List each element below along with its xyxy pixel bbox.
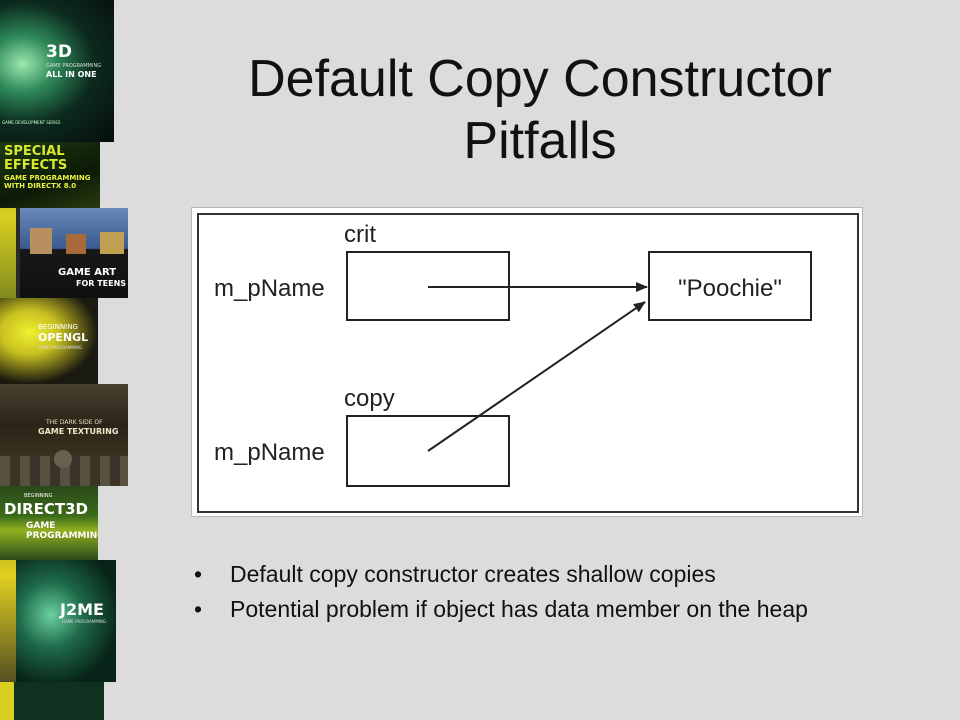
bullet-marker: • xyxy=(194,561,203,587)
cover-title: OPENGL xyxy=(38,331,89,344)
diagram-frame xyxy=(197,213,859,513)
cover-subtitle: THE DARK SIDE OF xyxy=(46,419,103,426)
book-cover-beginning-opengl: BEGINNING OPENGL GAME PROGRAMMING xyxy=(0,298,98,384)
book-cover-dark-side-game-texturing: THE DARK SIDE OF GAME TEXTURING xyxy=(0,384,128,486)
book-cover-beginning-direct3d: BEGINNING DIRECT3D GAME PROGRAMMING xyxy=(0,486,98,560)
cover-subtitle: GAME PROGRAMMING xyxy=(26,521,98,541)
bullet-text: Potential problem if object has data mem… xyxy=(230,596,808,622)
pointer-arrow-copy xyxy=(427,301,646,452)
cover-title: DIRECT3D xyxy=(4,500,88,518)
book-cover-game-art-for-teens: GAME ART FOR TEENS xyxy=(16,208,128,298)
member-label-crit: m_pName xyxy=(214,275,325,302)
cover-underlay xyxy=(0,682,104,720)
cover-title: FOR TEENS xyxy=(76,279,127,288)
cover-subtitle: GAME PROGRAMMING WITH DIRECTX 8.0 xyxy=(4,174,91,190)
object-label-crit: crit xyxy=(344,221,376,248)
pointer-box-copy xyxy=(346,415,510,487)
slide-title-line: Pitfalls xyxy=(463,112,617,170)
cover-title: EFFECTS xyxy=(4,158,68,173)
shallow-copy-diagram: crit m_pName copy m_pName "Poochie" xyxy=(191,207,863,517)
cover-series: GAME DEVELOPMENT SERIES xyxy=(2,120,61,125)
cover-title: J2ME xyxy=(60,600,104,619)
cover-title: 3D xyxy=(46,42,72,62)
bullet-text: Default copy constructor creates shallow… xyxy=(230,561,716,587)
cover-subtitle: ALL IN ONE xyxy=(46,70,97,79)
cover-subtitle: GAME PROGRAMMING xyxy=(38,345,83,350)
bullet-item: • Potential problem if object has data m… xyxy=(192,595,872,623)
cover-subtitle: GAME PROGRAMMING xyxy=(62,619,107,624)
slide-title: Default Copy Constructor Pitfalls xyxy=(130,48,950,172)
cover-subtitle: BEGINNING xyxy=(38,323,78,331)
heap-string-value: "Poochie" xyxy=(678,275,782,302)
cover-title: GAME ART xyxy=(58,267,117,278)
cover-title: SPECIAL xyxy=(4,144,65,159)
cover-subtitle: GAME PROGRAMMING xyxy=(46,63,102,69)
bullet-list: • Default copy constructor creates shall… xyxy=(192,560,872,630)
heap-string-box xyxy=(648,251,812,321)
book-cover-3d-game-programming: 3D GAME PROGRAMMING ALL IN ONE GAME DEVE… xyxy=(0,0,114,142)
diagram-canvas: crit m_pName copy m_pName "Poochie" xyxy=(197,213,859,513)
object-label-copy: copy xyxy=(344,385,395,412)
cover-title: GAME TEXTURING xyxy=(38,427,119,436)
bullet-item: • Default copy constructor creates shall… xyxy=(192,560,872,588)
slide-title-line: Default Copy Constructor xyxy=(248,50,832,108)
cover-subtitle: BEGINNING xyxy=(24,493,53,499)
bullet-marker: • xyxy=(194,596,203,622)
member-label-copy: m_pName xyxy=(214,439,325,466)
book-cover-strip: 3D GAME PROGRAMMING ALL IN ONE GAME DEVE… xyxy=(0,0,130,720)
book-cover-j2me-game-programming: J2ME GAME PROGRAMMING xyxy=(16,560,116,682)
book-cover-special-effects: SPECIAL EFFECTS GAME PROGRAMMING WITH DI… xyxy=(0,142,100,208)
